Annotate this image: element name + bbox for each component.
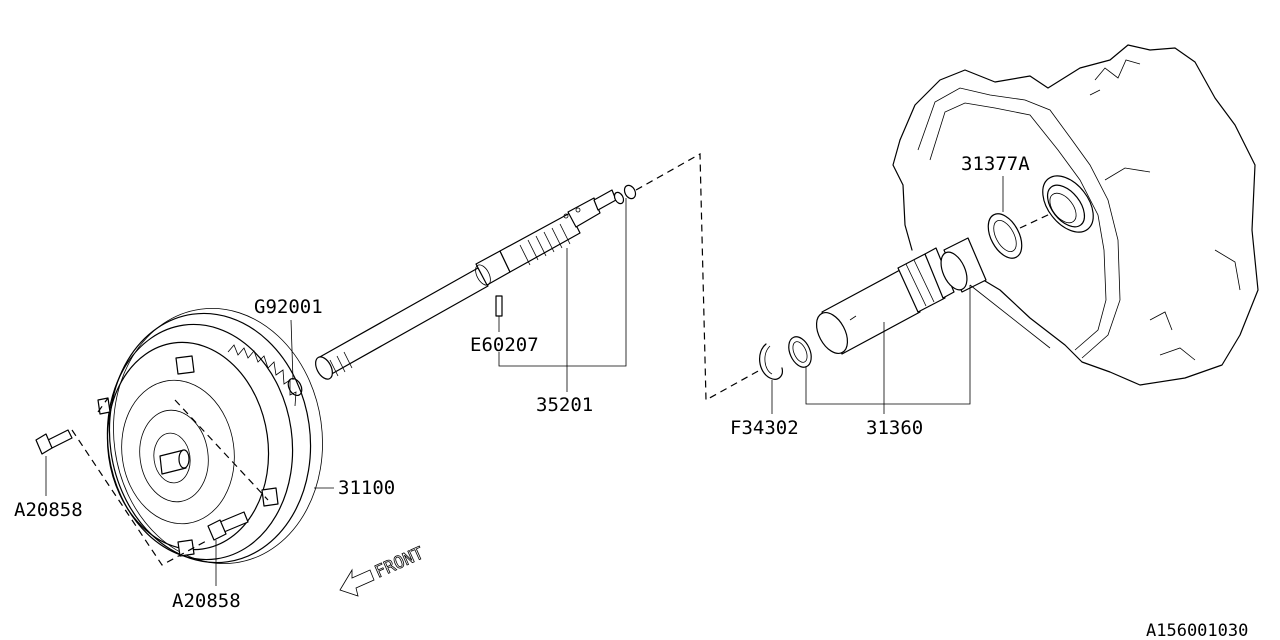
leader-lines [45,176,1051,586]
bolt-a20858-left [35,429,73,455]
bolt-a20858-bottom [207,511,249,541]
seal-ring [788,336,812,368]
front-arrow-icon [339,568,375,597]
callout-31100: 31100 [338,477,395,499]
callout-a20858-left: A20858 [14,499,83,521]
torque-converter [71,308,323,566]
diagram-reference-code: A156001030 [1146,621,1248,640]
snap-ring-f34302 [759,343,783,380]
pin-e60207 [495,295,503,317]
callout-e60207: E60207 [470,334,539,356]
callout-g92001: G92001 [254,296,323,318]
assembly-line-shaft [635,152,761,402]
callout-35201: 35201 [536,394,593,416]
seal-31377a [987,213,1023,259]
front-direction-indicator: FRONT [339,543,427,597]
bushing [940,237,987,293]
callout-31377a: 31377A [961,153,1030,175]
transmission-case [892,44,1259,386]
input-shaft [315,184,637,380]
assembly-line-seal [1019,213,1051,229]
front-label: FRONT [372,543,427,582]
callout-f34302: F34302 [730,417,799,439]
callout-a20858-bottom: A20858 [172,590,241,612]
stator-shaft [815,247,955,355]
callout-31360: 31360 [866,417,923,439]
